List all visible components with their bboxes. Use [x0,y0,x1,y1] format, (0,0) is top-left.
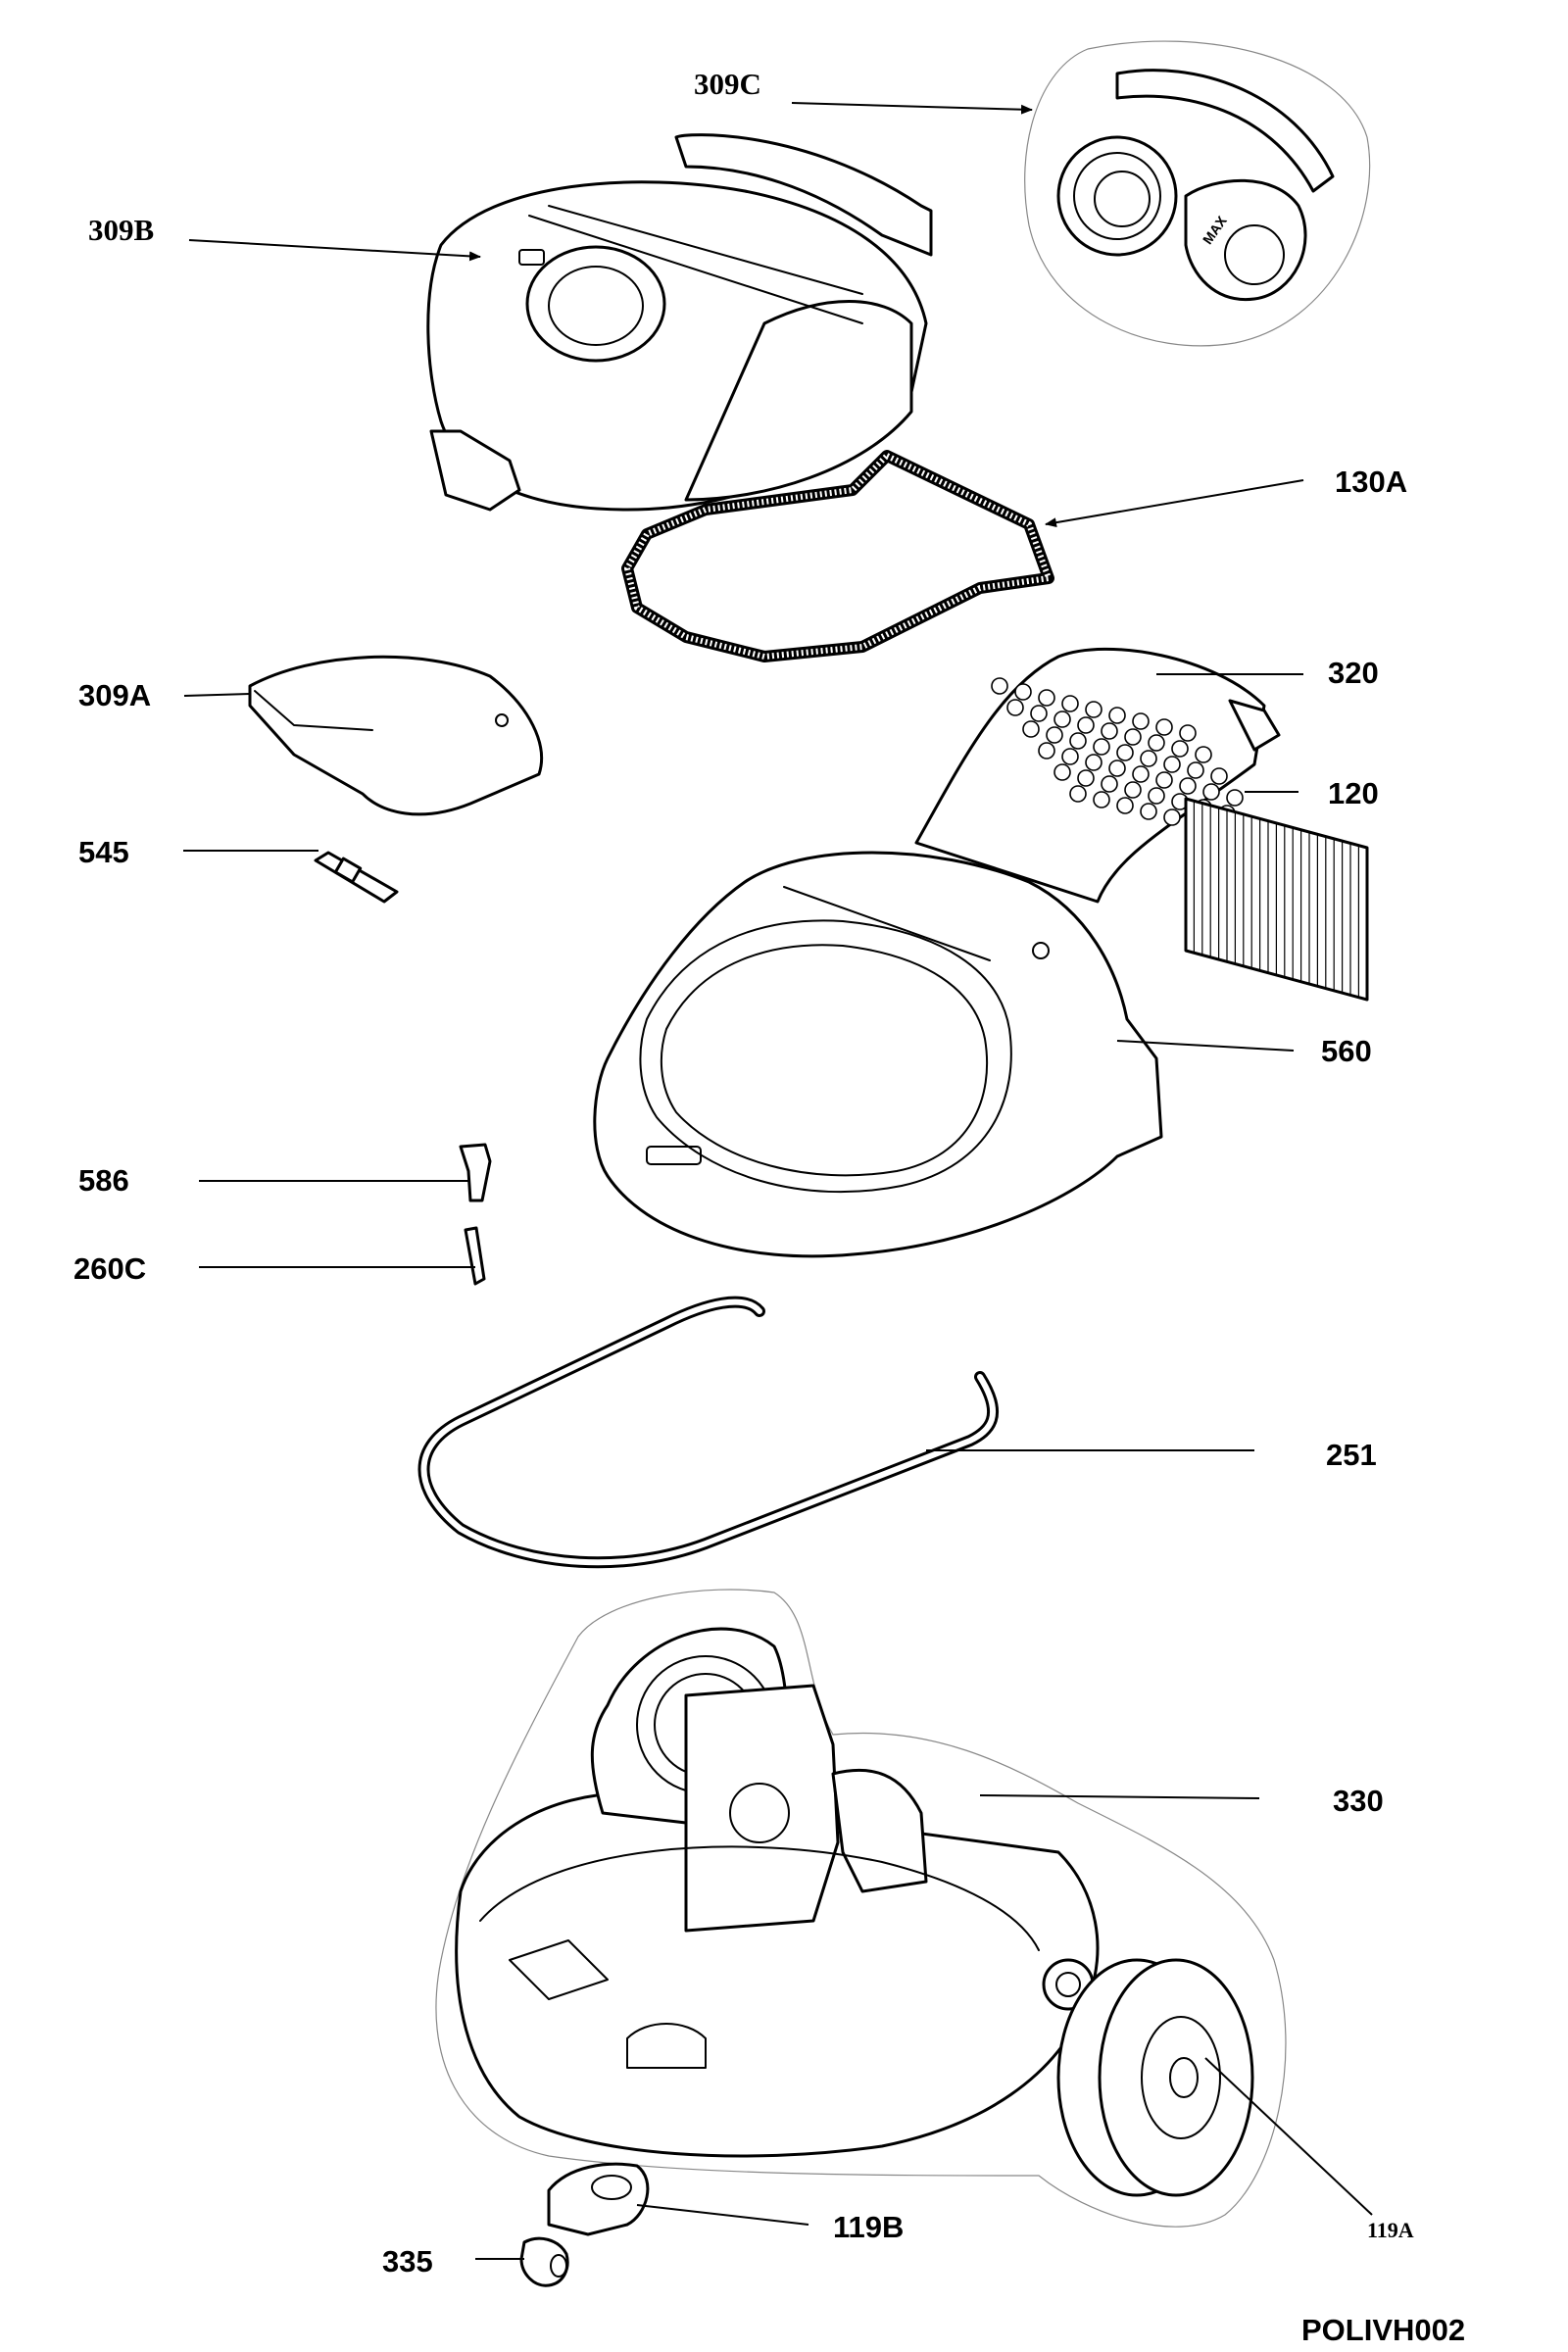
grille-hole [1171,740,1189,758]
grille-hole [1195,746,1212,763]
label-309B: 309B [88,213,154,247]
grille-hole [1093,738,1110,756]
part-260C-spring [464,1226,486,1286]
drawing-code: POLIVH002 [1301,2313,1465,2347]
filter-pleats [1193,801,1360,999]
label-560: 560 [1321,1034,1372,1068]
grille-hole [1108,707,1126,724]
grille-hole [1006,699,1024,716]
label-309A: 309A [78,678,151,712]
grille-hole [1163,808,1181,826]
grille-hole [1069,732,1087,750]
grille-hole [1030,705,1048,722]
part-560-body-frame [593,851,1163,1258]
part-330-base [435,1589,1287,2228]
grille-hole [1140,803,1157,820]
part-119A-wheel [1056,1958,1254,2197]
part-labels: 309C 309B 130A 309A 320 120 545 560 586 … [74,67,1465,2347]
label-119A: 119A [1367,2218,1414,2242]
grille-hole [1132,712,1150,730]
label-335: 335 [382,2244,433,2278]
leader-lines [183,102,1373,2260]
part-309B-top-cover [426,133,933,512]
part-309C-detail: MAX [1024,40,1371,347]
grille-hole [1155,771,1173,789]
label-309C: 309C [694,67,761,101]
grille-hole [1085,754,1102,771]
part-586-clip [459,1143,492,1202]
grille-hole [1014,683,1032,701]
part-320-grille [914,647,1281,904]
grille-hole [1054,763,1071,781]
grille-hole [1179,777,1197,795]
grille-hole [1187,761,1204,779]
part-130A-gasket [621,450,1054,662]
grille-hole [1148,787,1165,805]
grille-hole [1163,756,1181,773]
grille-hole [1140,750,1157,767]
grille-hole [1061,748,1079,765]
grille-hole [1061,695,1079,712]
grille-hole [1132,765,1150,783]
grille-hole [1077,769,1095,787]
grille-hole [1085,701,1102,718]
part-545-pin [314,851,399,904]
grille-hole [1155,718,1173,736]
grille-hole [1038,689,1055,707]
label-260C: 260C [74,1251,146,1286]
grille-hole [1054,710,1071,728]
label-320: 320 [1328,656,1379,690]
label-119B: 119B [833,2210,904,2244]
grille-hole [1124,728,1142,746]
grille-hole [1038,742,1055,760]
grille-hole [1226,789,1244,807]
part-251-bumper [417,1296,1000,1569]
part-309A-flap [248,655,544,816]
part-335-roller [519,2236,569,2287]
grille-hole [1116,797,1134,814]
grille-hole [1108,760,1126,777]
grille-hole [1179,724,1197,742]
grille-hole [1210,767,1228,785]
label-120: 120 [1328,776,1379,810]
grille-hole [1148,734,1165,752]
label-330: 330 [1333,1784,1384,1818]
grille-hole [1069,785,1087,803]
part-120-filter [1184,797,1369,1002]
grille-hole [1046,726,1063,744]
grille-hole [1093,791,1110,808]
part-119B-caster [547,2162,650,2236]
grille-hole [1022,720,1040,738]
label-545: 545 [78,835,129,869]
label-586: 586 [78,1163,129,1198]
grille-hole [1101,775,1118,793]
grille-hole [1116,744,1134,761]
label-251: 251 [1326,1438,1377,1472]
grille-hole [1124,781,1142,799]
grille-hole [1101,722,1118,740]
label-130A: 130A [1335,465,1407,499]
grille-hole [1077,716,1095,734]
grille-hole [991,677,1008,695]
grille-hole [1202,783,1220,801]
